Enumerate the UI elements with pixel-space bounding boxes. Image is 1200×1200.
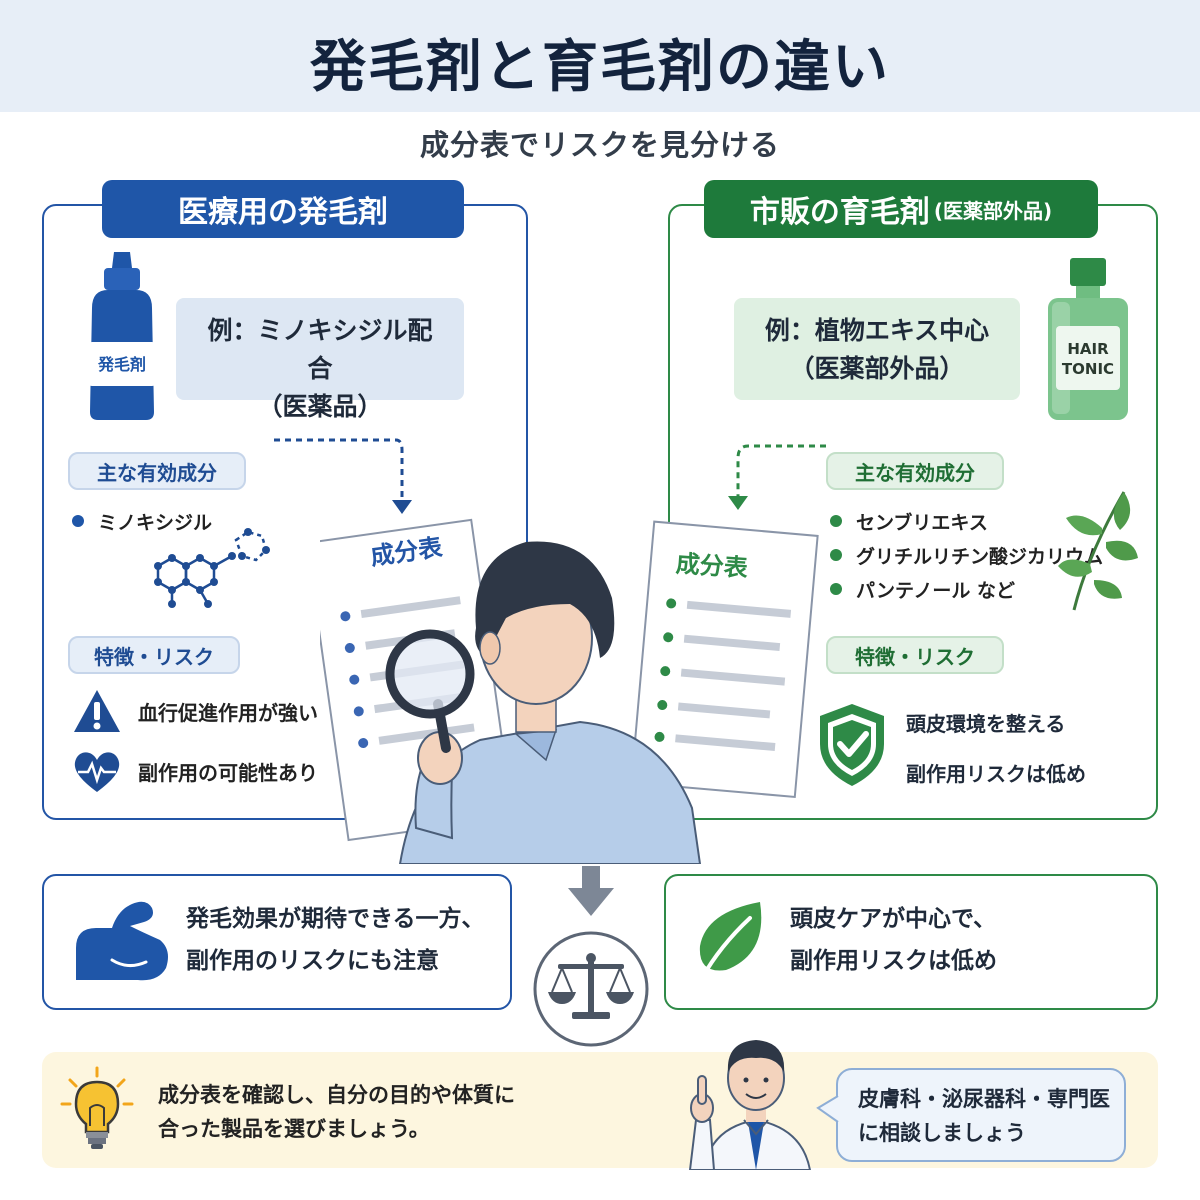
right-risk-item-1: 頭皮環境を整える	[906, 712, 1066, 736]
bullet-dot	[830, 515, 842, 527]
left-risk-pill: 特徴・リスク	[68, 636, 240, 674]
left-risk-item-1: 血行促進作用が強い	[72, 688, 318, 734]
list-item: グリチルリチン酸ジカリウム	[830, 540, 1103, 570]
right-dashed-arrow-icon	[728, 444, 826, 510]
tip-text: 成分表を確認し、自分の目的や体質に 合った製品を選びましょう。	[158, 1083, 515, 1141]
right-panel-tab: 市販の育毛剤(医薬部外品)	[704, 180, 1098, 238]
leaf-icon	[699, 902, 762, 980]
flexed-arm-icon	[76, 901, 168, 981]
left-example-box: 例：ミノキシジル配合 （医薬品）	[176, 298, 464, 421]
page-title: 発毛剤と育毛剤の違い	[310, 35, 890, 100]
speech-bubble-tail	[816, 1095, 839, 1123]
speech-bubble	[836, 1068, 1126, 1162]
balance-scale-icon	[533, 931, 649, 1047]
bullet-dot	[830, 549, 842, 561]
left-example-line1: 例：ミノキシジル配合	[207, 316, 433, 383]
doctor-illustration	[688, 1040, 812, 1170]
right-ingredients-pill: 主な有効成分	[826, 452, 1004, 490]
left-dashed-arrow-icon	[274, 438, 412, 514]
right-risk-pill: 特徴・リスク	[826, 636, 1004, 674]
left-summary-text: 発毛効果が期待できる一方、 副作用のリスクにも注意	[186, 906, 485, 974]
left-bottle-label: 発毛剤	[97, 355, 146, 374]
person-checking-label-illustration	[320, 518, 819, 864]
header-band	[0, 0, 1200, 112]
right-bottle-label-2: TONIC	[1062, 360, 1114, 378]
page-subtitle: 成分表でリスクを見分ける	[419, 128, 780, 162]
left-ingredients-pill: 主な有効成分	[68, 452, 246, 490]
list-item: センブリエキス	[830, 506, 1103, 536]
right-example-line2: （医薬部外品）	[789, 354, 965, 383]
right-ingredient-list: センブリエキス グリチルリチン酸ジカリウム パンテノール など	[830, 506, 1103, 608]
heart-pulse-icon	[74, 752, 120, 792]
right-risk-item-2: 副作用リスクは低め	[906, 762, 1086, 786]
left-risk-item-2: 副作用の可能性あり	[72, 748, 318, 794]
right-summary-text: 頭皮ケアが中心で、 副作用リスクは低め	[790, 906, 997, 974]
right-example-line1: 例：植物エキス中心	[764, 316, 990, 345]
lightbulb-icon	[60, 1066, 134, 1149]
hair-growth-bottle-icon: 発毛剤	[88, 252, 156, 420]
left-panel-tab: 医療用の発毛剤	[102, 180, 464, 238]
list-item: パンテノール など	[830, 574, 1103, 604]
down-arrow-icon	[568, 866, 614, 916]
bullet-dot	[72, 515, 84, 527]
hair-tonic-bottle-icon: HAIR TONIC	[1048, 258, 1128, 420]
shield-check-icon	[820, 704, 884, 786]
right-bottle-label-1: HAIR	[1067, 340, 1109, 358]
speech-text: 皮膚科・泌尿器科・専門医 に相談しましょう	[858, 1087, 1110, 1145]
right-example-box: 例：植物エキス中心 （医薬部外品）	[734, 298, 1020, 400]
left-ingredient-item: ミノキシジル	[72, 506, 212, 536]
warning-icon	[74, 690, 120, 732]
molecule-icon	[154, 528, 270, 608]
bullet-dot	[830, 583, 842, 595]
leaf-branch-icon	[1058, 491, 1138, 611]
right-document-title: 成分表	[674, 549, 749, 583]
left-example-line2: （医薬品）	[257, 392, 383, 421]
